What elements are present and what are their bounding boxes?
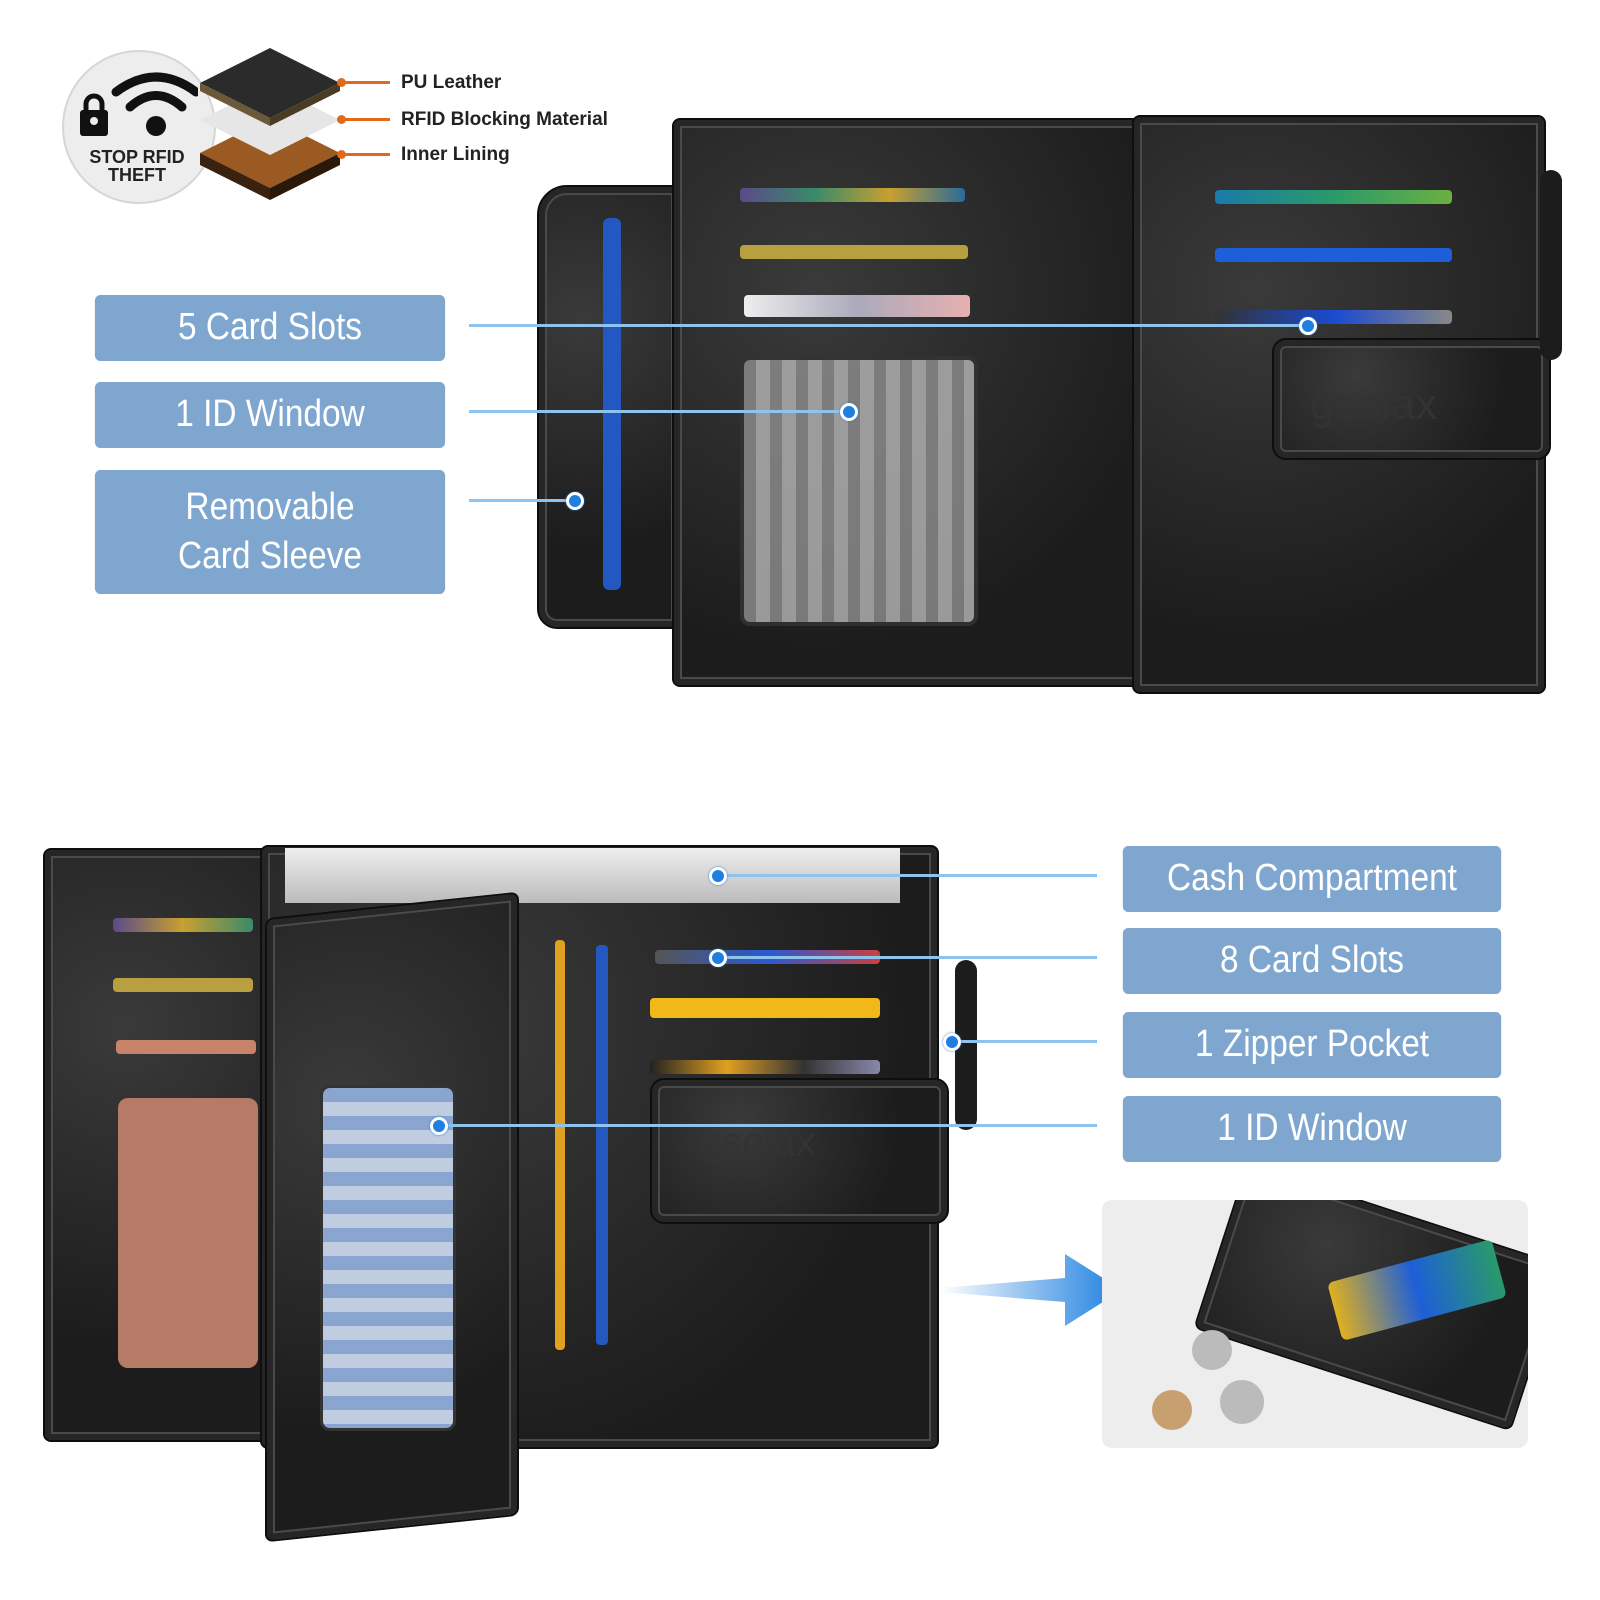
badge-text-line1: STOP RFID — [89, 147, 185, 167]
material-layers-illustration — [200, 48, 340, 200]
callout-8-card-slots: 8 Card Slots — [1122, 928, 1502, 994]
zipper-top — [1540, 170, 1562, 360]
layer-label-pu-leather: PU Leather — [401, 72, 502, 93]
wifi-lock-icon — [80, 72, 198, 136]
zipper-pocket-photo — [1102, 1200, 1528, 1448]
brand-logo-top: gsolax — [1310, 380, 1438, 429]
layer-label-rfid-blocking: RFID Blocking Material — [401, 109, 608, 130]
callout-5-card-slots: 5 Card Slots — [94, 295, 446, 361]
brand-logo-bottom: gsolax — [700, 1120, 816, 1164]
callout-1-id-window-bottom: 1 ID Window — [1122, 1096, 1502, 1162]
rfid-badge: STOP RFID THEFT — [62, 50, 216, 204]
badge-text-line2: THEFT — [108, 165, 166, 185]
callout-removable-card-sleeve: Removable Card Sleeve — [94, 470, 446, 594]
layer-label-inner-lining: Inner Lining — [401, 144, 510, 165]
callout-cash-compartment: Cash Compartment — [1122, 846, 1502, 912]
callout-1-id-window-top: 1 ID Window — [94, 382, 446, 448]
callout-1-zipper-pocket: 1 Zipper Pocket — [1122, 1012, 1502, 1078]
arrow-icon — [940, 1254, 1122, 1326]
zipper-bottom — [955, 960, 977, 1130]
